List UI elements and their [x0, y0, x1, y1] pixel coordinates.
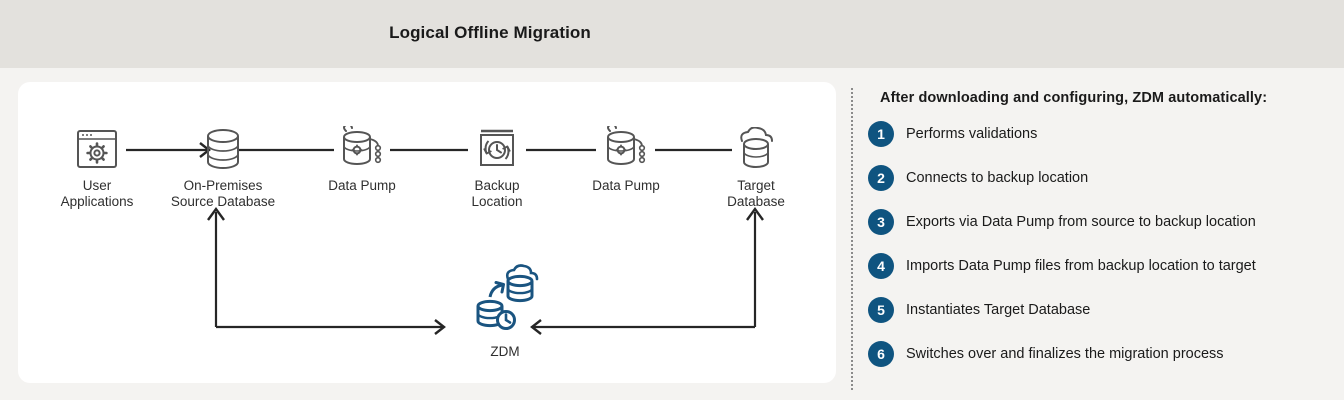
step-text: Imports Data Pump files from backup loca… — [906, 258, 1256, 274]
list-item: 4 Imports Data Pump files from backup lo… — [868, 244, 1334, 288]
step-number-badge: 3 — [868, 209, 894, 235]
list-item: 2 Connects to backup location — [868, 156, 1334, 200]
step-text: Connects to backup location — [906, 170, 1089, 186]
diagram-node-backup-location: Backup Location — [422, 124, 572, 209]
diagram-node-label: Data Pump — [328, 178, 396, 193]
migration-diagram-card: User Applications On-Premises Source Dat… — [18, 82, 836, 383]
step-number-badge: 2 — [868, 165, 894, 191]
diagram-node-data-pump-export: Data Pump — [287, 124, 437, 194]
backup-clock-icon — [422, 124, 572, 174]
diagram-node-on-premises-source-db: On-Premises Source Database — [148, 124, 298, 209]
zdm-label: ZDM — [490, 344, 520, 359]
data-pump-icon — [551, 124, 701, 174]
list-item: 1 Performs validations — [868, 112, 1334, 156]
step-text: Instantiates Target Database — [906, 302, 1091, 318]
page-title: Logical Offline Migration — [389, 23, 591, 42]
zdm-migration-icon — [430, 264, 580, 343]
diagram-node-label: User Applications — [60, 178, 134, 209]
diagram-connectors — [126, 142, 764, 335]
list-item: 6 Switches over and finalizes the migrat… — [868, 332, 1334, 376]
cloud-database-icon — [681, 124, 831, 174]
page-header: Logical Offline Migration — [0, 0, 1344, 68]
diagram-node-label: On-Premises Source Database — [170, 178, 276, 209]
diagram-node-label: Data Pump — [592, 178, 660, 193]
step-number-badge: 1 — [868, 121, 894, 147]
diagram-node-label: Backup Location — [471, 178, 523, 209]
step-number-badge: 4 — [868, 253, 894, 279]
vertical-dotted-divider — [851, 88, 853, 390]
diagram-node-data-pump-import: Data Pump — [551, 124, 701, 194]
step-text: Switches over and finalizes the migratio… — [906, 346, 1224, 362]
step-number-badge: 6 — [868, 341, 894, 367]
diagram-node-user-applications: User Applications — [22, 124, 172, 209]
steps-heading: After downloading and configuring, ZDM a… — [880, 90, 1268, 106]
step-text: Exports via Data Pump from source to bac… — [906, 214, 1256, 230]
browser-gear-icon — [22, 124, 172, 174]
content-area: User Applications On-Premises Source Dat… — [0, 68, 1344, 400]
diagram-node-target-database: Target Database — [681, 124, 831, 209]
data-pump-icon — [287, 124, 437, 174]
steps-panel: After downloading and configuring, ZDM a… — [868, 90, 1334, 376]
diagram-node-zdm: ZDM — [430, 264, 580, 359]
list-item: 5 Instantiates Target Database — [868, 288, 1334, 332]
diagram-node-label: Target Database — [727, 178, 785, 209]
database-cylinder-icon — [148, 124, 298, 174]
step-number-badge: 5 — [868, 297, 894, 323]
step-text: Performs validations — [906, 126, 1038, 142]
list-item: 3 Exports via Data Pump from source to b… — [868, 200, 1334, 244]
